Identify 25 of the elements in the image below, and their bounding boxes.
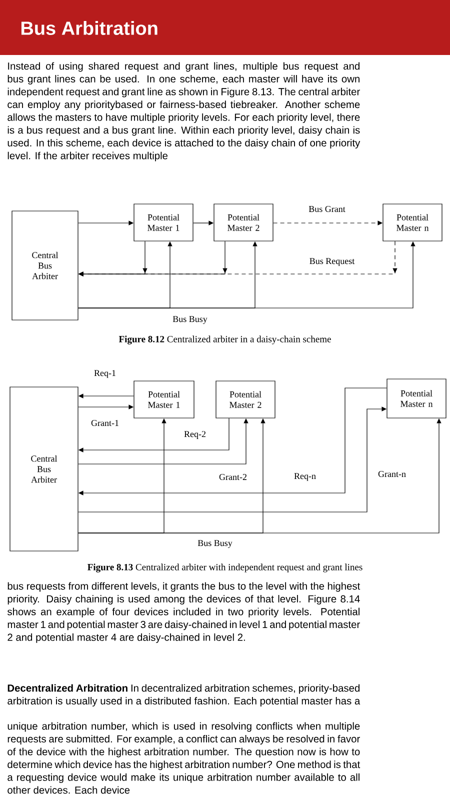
edge-label: Grant-1 <box>91 420 118 426</box>
master-box: Potential Master n <box>382 204 442 242</box>
edge-label: Req-2 <box>184 431 206 439</box>
edge-label: Bus Request <box>310 258 355 266</box>
figure-caption: Figure 8.12 Centralized arbiter in a daisy-chain scheme <box>118 336 331 344</box>
master-box: Potential Master 2 <box>216 380 276 418</box>
master-box: Potential Master 1 <box>134 204 194 242</box>
edge-label: Req-1 <box>94 370 116 378</box>
paragraph: Instead of using shared request and grant lines, multiple bus request and bus grant lines can be used. In one scheme, each master will have its own independent request and grant line as shown in Figure 8.13. The central arbiter can employ any prioritybased or fairness-based tiebreaker. Another scheme allows the masters to have multiple priority levels. For each priority level, there is a bus request and a bus grant line. Within each priority level, daisy chain is used. In this scheme, each device is attached to the daisy chain of one priority level. If the arbiter receives multiple <box>8 62 360 162</box>
figure-caption: Figure 8.13 Centralized arbiter with independent request and grant lines <box>88 564 362 572</box>
arbiter-box: Central Bus Arbiter <box>10 386 78 552</box>
paragraph: unique arbitration number, which is used in resolving conflicts when multiple requests are submitted. For example, a conflict can always be resolved in favor of the device with the highest arbitration number. The question now is how to determine which device has the highest arbitration number? One method is that a requesting device would make its unique arbitration number available to all other devices. Each device <box>8 722 360 794</box>
edge-label: Grant-2 <box>219 474 246 480</box>
edge-label: Bus Busy <box>198 540 232 548</box>
master-box: Potential Master 1 <box>134 380 194 418</box>
paragraph: Decentralized Arbitration In decentralized arbitration schemes, priority-based arbitration is usually used in a distributed fashion. Each potential master has a <box>8 684 360 707</box>
paragraph: bus requests from different levels, it grants the bus to the level with the highest priority. Daisy chaining is used among the devices of that level. Figure 8.14 shows an example of four devices included in two priority levels. Potential master 1 and potential master 3 are daisy-chained in level 1 and potential master 2 and potential master 4 are daisy-chained in level 2. <box>7 582 360 643</box>
edge-label: Bus Grant <box>308 206 346 212</box>
edge-label: Req-n <box>294 473 316 481</box>
edge-label: Bus Busy <box>172 316 208 324</box>
master-box: Potential Master n <box>386 378 446 418</box>
arbiter-box: Central Bus Arbiter <box>12 210 78 320</box>
header-bar: Bus Arbitration <box>0 0 450 55</box>
master-box: Potential Master 2 <box>214 204 274 242</box>
edge-label: Grant-n <box>378 470 406 478</box>
